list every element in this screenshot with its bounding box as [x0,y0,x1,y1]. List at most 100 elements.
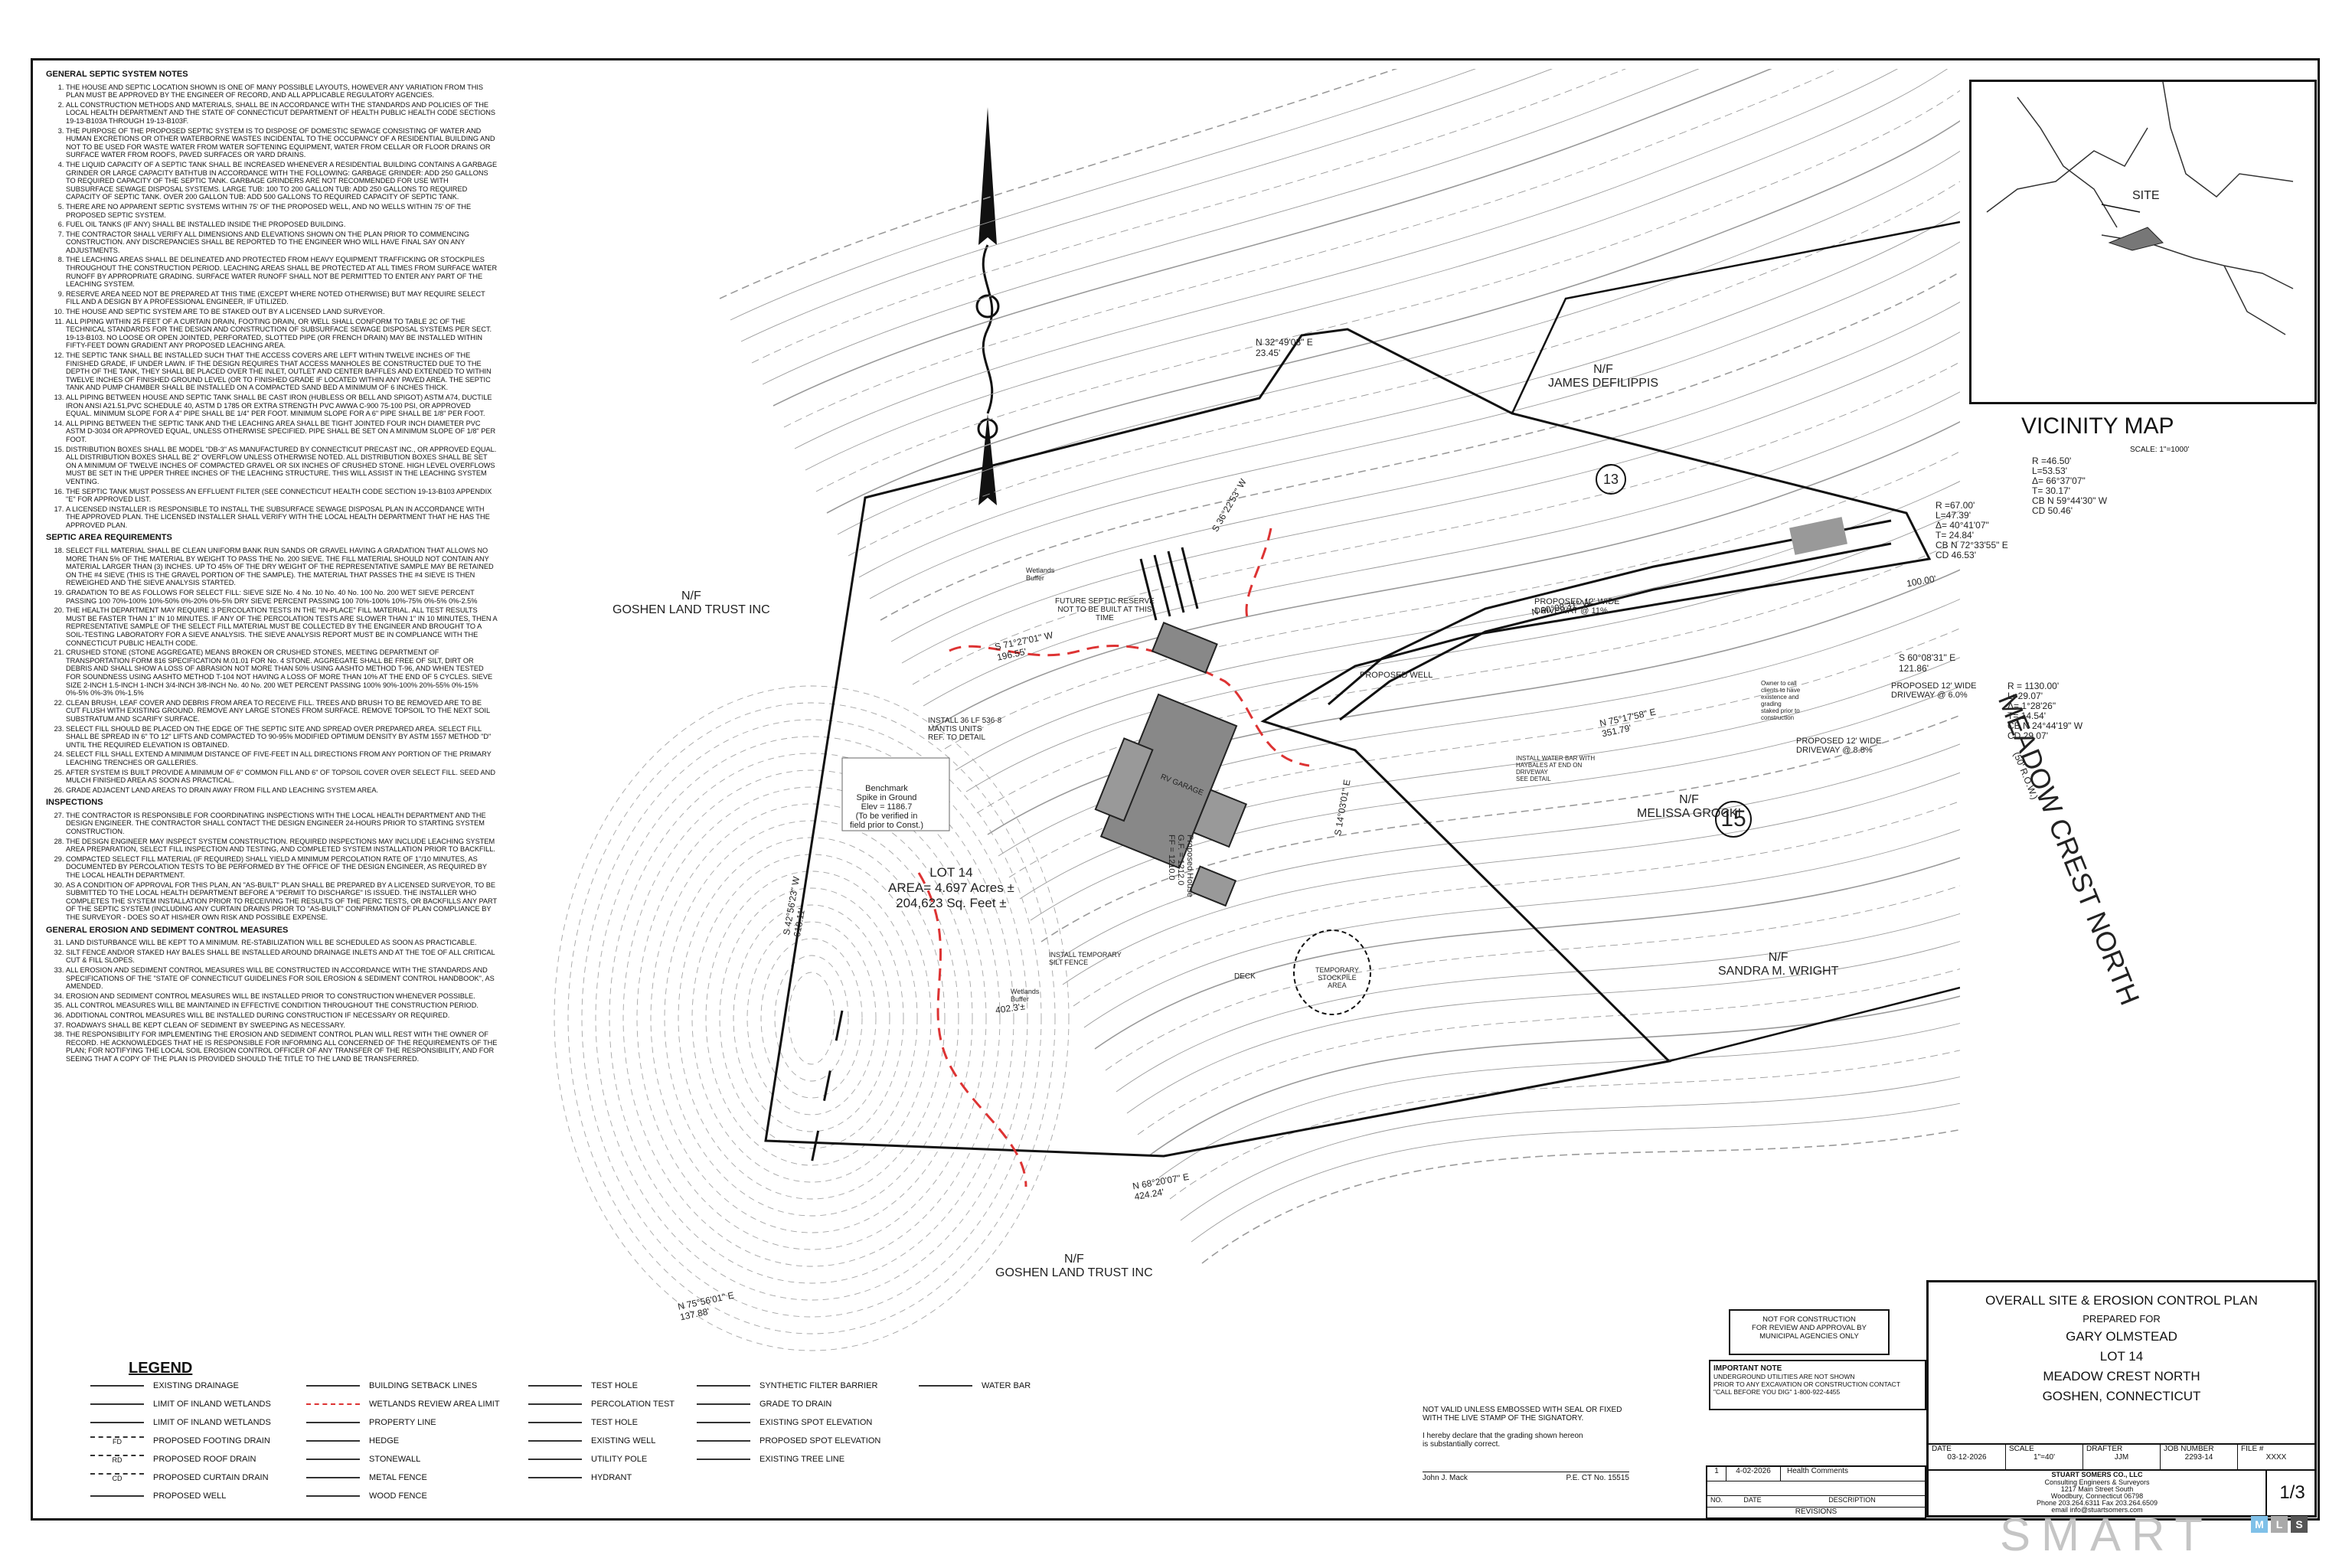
erosion-title: GENERAL EROSION AND SEDIMENT CONTROL MEA… [46,925,289,935]
contour-line [650,803,973,1233]
contour-line [636,786,987,1250]
future-reserve-note: FUTURE SEPTIC RESERVE NOT TO BE BUILT AT… [1055,597,1155,622]
legend-label: WATER BAR [982,1381,1031,1390]
legend-label: BUILDING SETBACK LINES [369,1381,478,1390]
contour-line [788,972,835,1065]
note-item: THE HEALTH DEPARTMENT MAY REQUIRE 3 PERC… [66,606,498,647]
title-block-value: JJM [2114,1453,2129,1462]
note-item: AFTER SYSTEM IS BUILT PROVIDE A MINIMUM … [66,769,498,785]
contour-line [837,150,1960,535]
mls-logo-m: M [2251,1516,2268,1533]
note-item: SELECT FILL MATERIAL SHALL BE CLEAN UNIF… [66,547,498,587]
note-item: DISTRIBUTION BOXES SHALL BE MODEL "DB-3"… [66,446,498,486]
legend-item: WATER BAR [919,1381,1031,1390]
legend-item: SYNTHETIC FILTER BARRIER [697,1381,877,1390]
contour-line [733,904,890,1132]
water-bar-note: INSTALL WATER BAR WITH HAYBALES AT END O… [1516,755,1596,782]
lot-14-boundary [764,328,1932,1158]
contour-line [1180,1076,1960,1221]
legend-symbol [90,1385,144,1387]
important-note-box: IMPORTANT NOTE UNDERGROUND UTILITIES ARE… [1709,1360,1926,1410]
septic-area-title: SEPTIC AREA REQUIREMENTS [46,533,172,543]
contour-line [880,271,1960,621]
contour-line [740,69,1553,342]
title-block-header: DATE [1932,1445,1952,1453]
legend-item: EXISTING TREE LINE [697,1455,844,1464]
legend-symbol [306,1385,360,1387]
note-item: ALL PIPING WITHIN 25 FEET OF A CURTAIN D… [66,318,498,350]
contour-line [762,69,1700,385]
proposed-well-label: PROPOSED WELL [1360,671,1433,680]
contour-line [705,871,918,1166]
legend-label: UTILITY POLE [591,1455,648,1464]
contour-line [664,820,959,1217]
contour-line [1116,913,1960,1093]
contour-line [1105,885,1960,1071]
legend-label: METAL FENCE [369,1473,427,1482]
owner-goshen-south: N/F GOSHEN LAND TRUST INC [995,1253,1153,1279]
legend-item: EXISTING SPOT ELEVATION [697,1418,872,1427]
legend-item: PROPERTY LINE [306,1418,436,1427]
legend-symbol [528,1403,582,1405]
contour-line [746,921,877,1116]
title-block-main: OVERALL SITE & EROSION CONTROL PLAN PREP… [1929,1282,2314,1445]
contour-line [1073,800,1960,1007]
benchmark-label: Benchmark Spike in Ground Elev = 1186.7 … [850,784,923,830]
legend-label: PROPERTY LINE [369,1418,436,1427]
contour-line [595,736,1028,1301]
note-item: AS A CONDITION OF APPROVAL FOR THIS PLAN… [66,881,498,922]
contour-line [794,69,1898,449]
prepared-for: PREPARED FOR [2082,1313,2161,1325]
road-stone-pad [1789,517,1847,555]
title-block-header: DRAFTER [2086,1445,2123,1453]
note-item: A LICENSED INSTALLER IS RESPONSIBLE TO I… [66,505,498,530]
mantis-note: INSTALL 36 LF 536-8 MANTIS UNITS REF. TO… [928,717,1002,742]
lot-14-label: LOT 14 AREA= 4.697 Acres ± 204,623 Sq. F… [888,865,1014,910]
legend-label: GRADE TO DRAIN [760,1400,832,1409]
mls-logo-s: S [2291,1516,2308,1533]
legend-item: TEST HOLE [528,1381,638,1390]
legend-item: LIMIT OF INLAND WETLANDS [90,1418,271,1427]
contour-line [869,241,1960,599]
legend-label: STONEWALL [369,1455,421,1464]
note-item: THE LEACHING AREAS SHALL BE DELINEATED A… [66,256,498,288]
legend-label: PROPOSED ROOF DRAIN [153,1455,256,1464]
legend-item: BUILDING SETBACK LINES [306,1381,477,1390]
legend-item: HYDRANT [528,1473,632,1482]
wetlands-buffer-label-1: Wetlands Buffer [1026,567,1055,582]
legend-item: PROPOSED WELL [90,1491,226,1501]
legend-symbol: FD [90,1436,144,1446]
contour-line [1137,968,1960,1135]
deck-label: DECK [1234,972,1256,981]
inspections-list: THE CONTRACTOR IS RESPONSIBLE FOR COORDI… [46,812,498,922]
note-item: SELECT FILL SHALL EXTEND A MINIMUM DISTA… [66,750,498,766]
mls-logo-l: L [2271,1516,2288,1533]
legend-symbol [306,1495,360,1497]
lot-13-boundary [1511,220,1960,414]
note-item: COMPACTED SELECT FILL MATERIAL (IF REQUI… [66,855,498,880]
proposed-driveway-edge [1339,542,1892,721]
contour-line [691,854,932,1183]
deck [1189,865,1237,907]
legend-label: SYNTHETIC FILTER BARRIER [760,1381,878,1390]
lot-number: LOT 14 [2099,1349,2144,1364]
proposed-driveway [1328,519,1892,706]
driveway-6-label: PROPOSED 12' WIDE DRIVEWAY @ 6.0% [1891,681,1977,700]
owner-stake-note: Owner to call clients to have existence … [1761,680,1801,721]
legend-label: WOOD FENCE [369,1491,427,1501]
note-item: THERE ARE NO APPARENT SEPTIC SYSTEMS WIT… [66,203,498,219]
lot-13-marker: 13 [1596,464,1626,495]
contour-line [1051,743,1960,964]
contour-line [730,69,1476,321]
bearing-b1: N 32°49'03" E 23.45' [1256,337,1313,358]
rv-garage [1151,622,1218,674]
contour-line [622,769,1001,1267]
note-item: THE SEPTIC TANK MUST POSSESS AN EFFLUENT… [66,488,498,504]
note-item: THE HOUSE AND SEPTIC SYSTEM ARE TO BE ST… [66,308,498,316]
lot-15-boundary [1354,750,1960,1063]
curve-c1: R =46.50' L=53.53' Δ= 66°37'07" T= 30.17… [2032,456,2108,516]
contour-line [719,887,904,1149]
legend-symbol [697,1422,750,1423]
